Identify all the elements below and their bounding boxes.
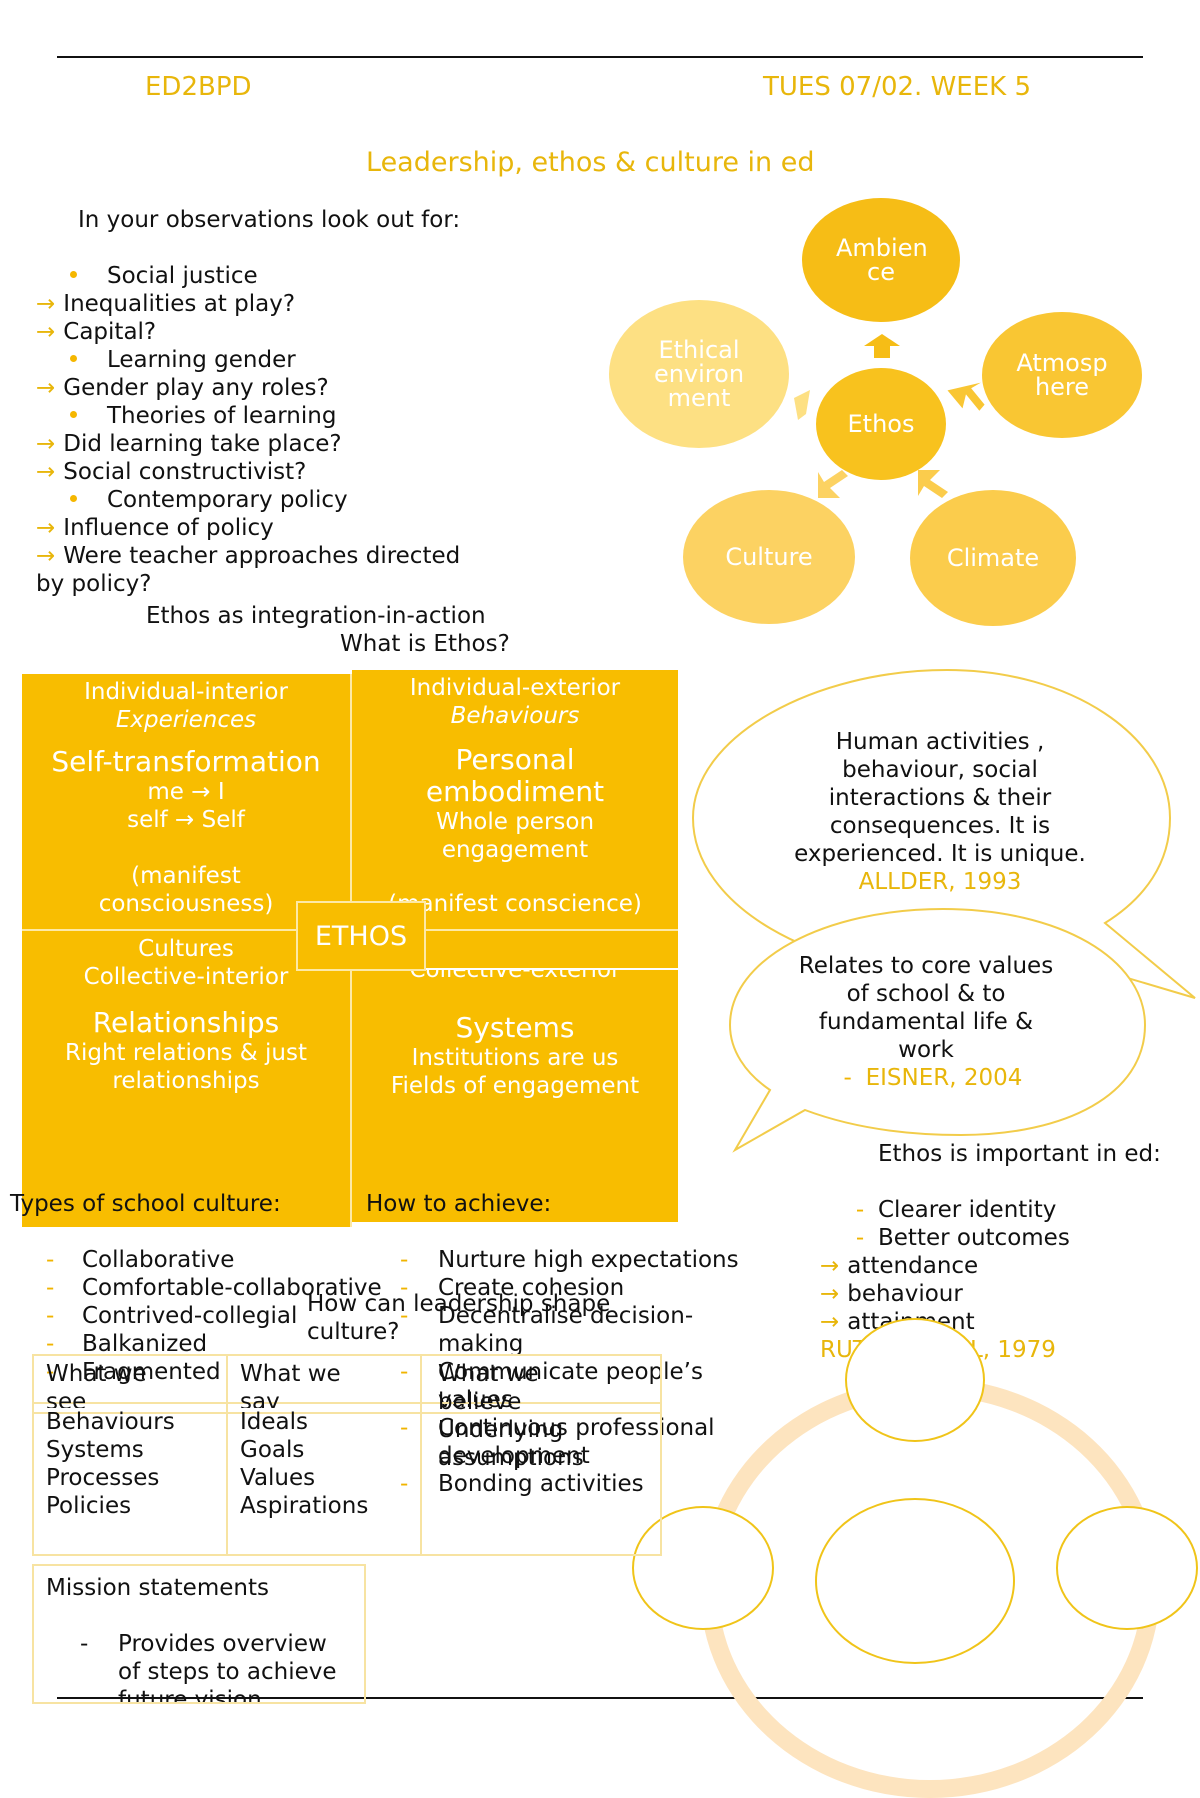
cycle-node-bottom-left: Culture <box>683 490 855 624</box>
quadrant-collective-exterior: Collective-exterior Systems Institutions… <box>352 970 678 1222</box>
list-item: →Gender play any roles? <box>36 375 329 401</box>
table-col-believe-content: What we believe Underlying assumptions <box>438 1361 584 1471</box>
list-item: →Were teacher approaches directed <box>36 543 461 569</box>
date-week: TUES 07/02. WEEK 5 <box>763 72 1031 102</box>
observations-list: Social justice →Inequalities at play? →C… <box>36 262 460 598</box>
list-item: -Clearer identity <box>855 1197 1057 1223</box>
list-item: -Nurture high expectations <box>400 1247 739 1273</box>
course-code: ED2BPD <box>145 72 252 102</box>
list-item: -Bonding activities <box>400 1471 644 1497</box>
list-item-wrap: development <box>438 1443 590 1469</box>
top-rule <box>57 56 1143 58</box>
ring-node-center <box>815 1498 1015 1664</box>
arrow-down-right-icon <box>918 470 948 498</box>
list-item-wrap: by policy? <box>36 571 152 597</box>
list-item: -Collaborative <box>46 1247 235 1273</box>
list-item: -Decentralise decision- <box>400 1303 694 1329</box>
arrow-up-icon <box>864 334 900 358</box>
quadrant-individual-interior: Individual-interior Experiences Self-tra… <box>22 674 350 929</box>
cycle-arrows <box>794 334 985 498</box>
bottom-rule <box>57 1697 1143 1699</box>
quote-1: Human activities , behaviour, social int… <box>770 728 1110 896</box>
quote-2: Relates to core values of school & to fu… <box>776 952 1076 1092</box>
table-col-see-content: What we see Behaviours Systems Processes… <box>46 1361 175 1519</box>
cycle-node-top: Ambien ce <box>802 198 960 322</box>
ring-node-top <box>845 1318 985 1442</box>
arrow-left-icon <box>794 390 810 420</box>
list-item: -Continuous professional <box>400 1415 715 1441</box>
table-header-divider-2 <box>32 1412 662 1414</box>
table-cell: Systems <box>46 1437 144 1463</box>
integration-heading: Ethos as integration-in-action <box>146 603 486 629</box>
importance-heading: Ethos is important in ed: <box>878 1141 1161 1167</box>
ring-node-right <box>1056 1506 1198 1630</box>
types-heading: Types of school culture: <box>10 1191 281 1217</box>
mission-item: -Provides overview of steps to achieve f… <box>80 1631 337 1702</box>
table-cell: Aspirations <box>240 1493 369 1519</box>
table-cell: Goals <box>240 1437 305 1463</box>
list-item: Learning gender <box>36 346 460 374</box>
achieve-list: -Nurture high expectations -Create cohes… <box>400 1246 739 1498</box>
speech-bubble-2 <box>728 907 1147 1153</box>
list-item: Contemporary policy <box>36 486 460 514</box>
ring-node-left <box>632 1506 774 1630</box>
list-item: -Balkanized <box>46 1331 208 1357</box>
list-item: -Communicate people’s <box>400 1359 703 1385</box>
table-cell: Processes <box>46 1465 160 1491</box>
table-cell: Behaviours <box>46 1409 175 1435</box>
page-title: Leadership, ethos & culture in ed <box>366 147 815 178</box>
list-item: -Comfortable-collaborative <box>46 1275 382 1301</box>
list-item: Social justice <box>36 262 460 290</box>
types-list: -Collaborative -Comfortable-collaborativ… <box>46 1246 382 1386</box>
list-item: →Influence of policy <box>36 515 274 541</box>
cycle-node-center: Ethos <box>816 368 946 480</box>
list-item: -Fragmented <box>46 1359 221 1385</box>
arrow-down-left-icon <box>818 470 848 498</box>
table-cell: Ideals <box>240 1409 309 1435</box>
list-item: Theories of learning <box>36 402 460 430</box>
cycle-node-right: Atmosp here <box>982 312 1142 438</box>
observations-heading: In your observations look out for: <box>78 207 461 233</box>
mission-heading: Mission statements <box>46 1575 269 1601</box>
list-item: →attendance <box>820 1253 979 1279</box>
list-item: →Did learning take place? <box>36 431 342 457</box>
ethos-center-label: ETHOS <box>296 901 426 971</box>
table-cell: Policies <box>46 1493 132 1519</box>
table-col-say-content: What we say Ideals Goals Values Aspirati… <box>240 1361 369 1519</box>
list-item: -Create cohesion <box>400 1275 625 1301</box>
what-is-ethos: What is Ethos? <box>340 631 510 657</box>
quote-1-citation: ALLDER, 1993 <box>858 869 1022 895</box>
table-cell: Values <box>240 1465 316 1491</box>
table-col-believe <box>420 1354 662 1556</box>
arrow-right-icon <box>947 382 985 411</box>
importance-list: -Clearer identity -Better outcomes <box>842 1196 1070 1252</box>
list-item: -Contrived-collegial <box>46 1303 298 1329</box>
quadrant-collective-interior: Cultures Collective-interior Relationshi… <box>22 931 350 1227</box>
quadrant-individual-exterior: Individual-exterior Behaviours Personal … <box>352 670 678 968</box>
cycle-node-bottom-right: Climate <box>910 490 1076 626</box>
list-item-wrap: values <box>438 1387 513 1413</box>
table-header-divider <box>32 1402 662 1404</box>
list-item: →Inequalities at play? <box>36 291 296 317</box>
list-item: →Social constructivist? <box>36 459 307 485</box>
cycle-node-left: Ethical environ ment <box>609 300 789 448</box>
achieve-heading: How to achieve: <box>366 1191 552 1217</box>
list-item: -Better outcomes <box>855 1225 1070 1251</box>
list-item-wrap: making <box>438 1331 524 1357</box>
list-item: →behaviour <box>820 1281 963 1307</box>
quote-2-citation: -EISNER, 2004 <box>843 1065 1023 1091</box>
leadership-question: How can leadership shape culture? <box>307 1291 611 1345</box>
list-item: →Capital? <box>36 319 157 345</box>
